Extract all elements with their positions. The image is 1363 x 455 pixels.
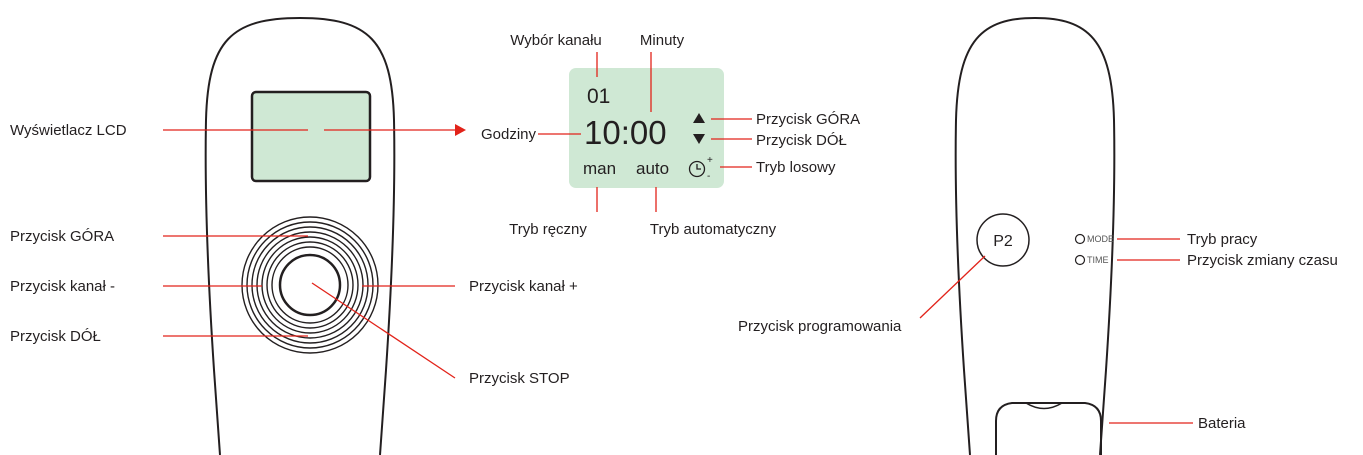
label-lcd-down: Przycisk DÓŁ [756, 132, 847, 149]
mode-button-label: MODE [1087, 234, 1114, 244]
label-channel-select: Wybór kanału [510, 32, 602, 49]
battery-cover [995, 402, 1102, 455]
p2-button[interactable] [976, 213, 1030, 267]
lcd-channel-number: 01 [587, 85, 610, 108]
mode-button[interactable] [1074, 233, 1086, 245]
label-time-change: Przycisk zmiany czasu [1187, 252, 1338, 269]
triangle-down-icon [693, 134, 705, 144]
remote-front-body [204, 16, 396, 455]
remote-back: P2 MODE TIME [954, 16, 1116, 455]
back-leader-lines [919, 238, 1193, 424]
remote-front [204, 16, 396, 455]
label-hours: Godziny [481, 126, 537, 143]
label-auto-mode: Tryb automatyczny [650, 221, 777, 238]
label-battery: Bateria [1198, 415, 1246, 432]
lcd-time: 10:00 [584, 114, 667, 151]
random-minus-sign: - [707, 171, 710, 182]
front-leader-lines [163, 129, 456, 379]
lcd-detail: 01 10:00 man auto + - [569, 68, 724, 188]
lcd-auto: auto [636, 159, 669, 178]
lcd-leader-lines [538, 52, 752, 212]
label-lcd-up: Przycisk GÓRA [756, 111, 860, 128]
label-programming: Przycisk programowania [738, 318, 902, 335]
remote-back-body [954, 16, 1116, 455]
time-button[interactable] [1074, 254, 1086, 266]
time-button-label: TIME [1087, 255, 1109, 265]
label-manual-mode: Tryb ręczny [509, 221, 587, 238]
label-front-up: Przycisk GÓRA [10, 228, 114, 245]
lcd-arrow-head [455, 124, 466, 136]
label-random-mode: Tryb losowy [756, 159, 836, 176]
stop-button[interactable] [278, 253, 342, 317]
label-minutes: Minuty [640, 32, 685, 49]
lcd-screen [250, 90, 372, 183]
lcd-detail-background [569, 68, 724, 188]
clock-icon [688, 160, 706, 178]
control-pad[interactable] [241, 216, 379, 354]
label-work-mode: Tryb pracy [1187, 231, 1258, 248]
random-plus-sign: + [707, 155, 713, 166]
label-front-down: Przycisk DÓŁ [10, 328, 101, 345]
label-channel-plus: Przycisk kanał + [469, 278, 578, 295]
lcd-man: man [583, 159, 616, 178]
label-lcd: Wyświetlacz LCD [10, 122, 127, 139]
triangle-up-icon [693, 113, 705, 123]
label-stop: Przycisk STOP [469, 370, 570, 387]
label-channel-minus: Przycisk kanał - [10, 278, 115, 295]
battery-notch [1025, 402, 1063, 410]
p2-button-label: P2 [993, 233, 1013, 250]
